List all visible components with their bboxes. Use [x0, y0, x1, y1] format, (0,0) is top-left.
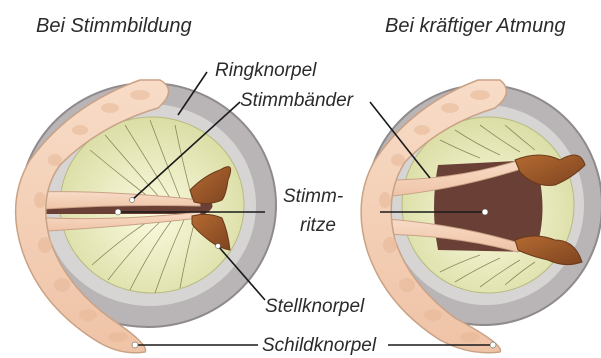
- panel-phonation: [16, 80, 276, 353]
- dot-stimmbaender: [130, 198, 135, 203]
- title-right: Bei kräftiger Atmung: [385, 15, 565, 37]
- label-stimmbaender: Stimmbänder: [240, 90, 354, 111]
- dot-stellknorpel: [216, 244, 221, 249]
- label-stimmritze-1: Stimm-: [283, 186, 343, 207]
- dot-schildknorpel-right: [490, 342, 496, 348]
- label-schildknorpel: Schildknorpel: [262, 335, 377, 356]
- label-stellknorpel: Stellknorpel: [265, 296, 365, 317]
- dot-schildknorpel-left: [132, 342, 138, 348]
- label-stimmritze-2: ritze: [300, 215, 336, 236]
- label-ringknorpel: Ringknorpel: [215, 60, 317, 81]
- panel-breathing: [361, 80, 601, 353]
- dot-stimmritze-left: [115, 209, 121, 215]
- dot-stimmritze-right: [482, 209, 488, 215]
- title-left: Bei Stimmbildung: [36, 15, 192, 37]
